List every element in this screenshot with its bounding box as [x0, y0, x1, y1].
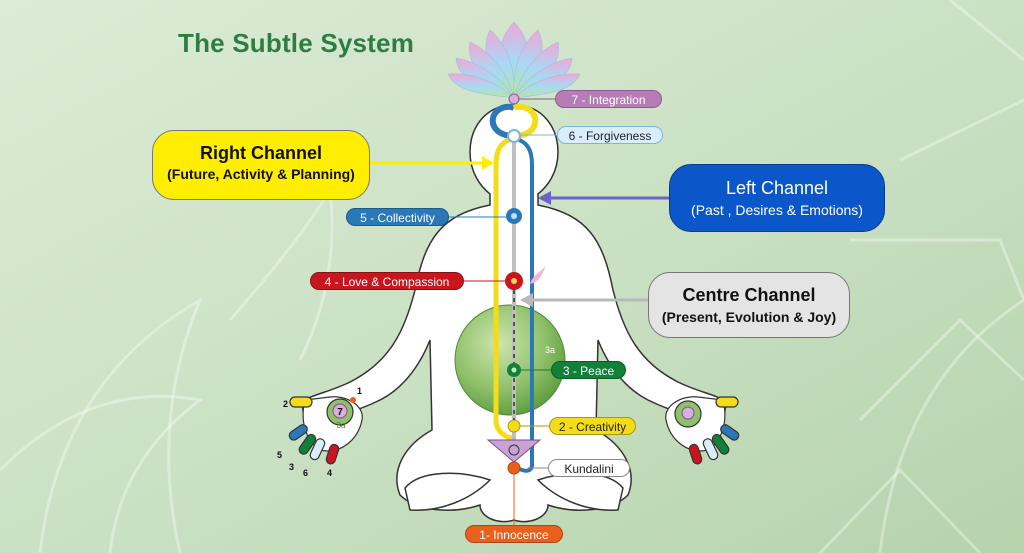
finger-number-3: 3	[289, 462, 295, 472]
finger-thumb	[289, 396, 313, 408]
centre-channel-name: Centre Channel	[682, 285, 816, 305]
head-arc-yellow	[512, 103, 539, 139]
left-channel-box: Left Channel (Past , Desires & Emotions)	[669, 164, 885, 232]
left-channel-name: Left Channel	[725, 178, 829, 198]
chakra-1-marker	[507, 461, 521, 475]
right-palm-centre	[681, 406, 695, 420]
chakra-2-label: 2 - Creativity	[549, 417, 636, 435]
palm-number: 7	[337, 407, 343, 418]
heart-flame-icon	[530, 266, 546, 284]
chakra-3-sun-icon	[507, 363, 521, 377]
finger-index	[288, 424, 308, 441]
left-channel-desc: (Past , Desires & Emotions)	[691, 202, 863, 218]
finger-ring	[309, 438, 326, 461]
chakra-1-label: 1- Innocence	[465, 525, 563, 543]
right-arrow-head	[482, 156, 494, 170]
kundalini-label: Kundalini	[548, 459, 630, 477]
page-title: The Subtle System	[178, 28, 415, 58]
lotus-crown-icon	[447, 21, 581, 99]
finger-marker-1	[350, 397, 356, 403]
finger-number-4: 4	[327, 468, 333, 478]
left-hand	[288, 396, 363, 465]
chakra-7-label: 7 - Integration	[555, 90, 662, 108]
right-channel-line	[493, 135, 515, 441]
centre-channel-box: Centre Channel (Present, Evolution & Joy…	[648, 272, 850, 338]
finger-number-5: 5	[277, 450, 283, 460]
centre-arrow-head	[520, 293, 533, 307]
chakra-5-sun-icon	[506, 208, 522, 224]
finger-number-6: 6	[303, 468, 309, 478]
void-sphere	[454, 304, 566, 416]
left-arrow-head	[538, 191, 551, 205]
chakra-4-sun-icon	[505, 272, 523, 290]
kundalini-coil-icon	[508, 444, 520, 456]
chakra-6-label: 6 - Forgiveness	[557, 126, 663, 144]
finger-middle	[298, 433, 317, 455]
chakra-3-label: 3 - Peace	[551, 361, 626, 379]
chakra-2-marker	[507, 419, 521, 433]
finger-number-2: 2	[283, 399, 289, 409]
chakra-6-marker	[507, 129, 521, 143]
right-channel-box: Right Channel (Future, Activity & Planni…	[152, 130, 370, 200]
right-hand	[665, 396, 740, 465]
finger-number-1: 1	[357, 386, 363, 396]
head-arc-blue	[489, 103, 516, 139]
sphere-3a-label: 3a	[545, 345, 555, 355]
palm-sub-label: 3a	[337, 421, 346, 430]
left-palm-centre	[332, 403, 348, 419]
finger-little	[325, 443, 340, 465]
kundalini-triangle-icon	[486, 439, 542, 463]
right-channel-name: Right Channel	[200, 143, 322, 163]
left-channel-line	[513, 136, 534, 473]
centre-channel-desc: (Present, Evolution & Joy)	[661, 309, 837, 325]
chakra-5-label: 5 - Collectivity	[346, 208, 449, 226]
right-channel-desc: (Future, Activity & Planning)	[167, 166, 355, 182]
chakra-7-marker	[508, 93, 520, 105]
chakra-4-label: 4 - Love & Compassion	[310, 272, 464, 290]
